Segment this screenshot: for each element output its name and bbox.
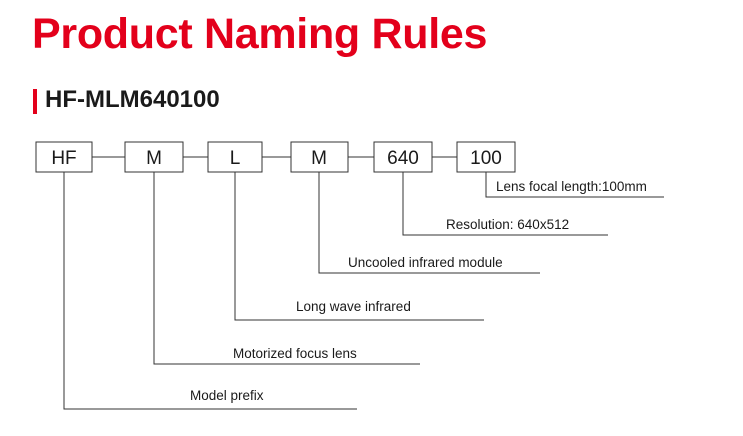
leader-line-focus (153, 172, 420, 365)
segment-meaning: Model prefix (190, 388, 264, 403)
leader-line-resolution (402, 172, 608, 236)
segment-meaning: Lens focal length:100mm (496, 179, 647, 194)
segment-meaning: Long wave infrared (296, 299, 411, 314)
page-title: Product Naming Rules (32, 10, 488, 58)
segment-box-resolution: 640 (373, 141, 433, 173)
leader-line-module (318, 172, 540, 274)
segment-code: 640 (387, 148, 419, 169)
subtitle-accent-bar (33, 89, 37, 114)
segment-code: HF (51, 148, 76, 169)
segment-meaning: Resolution: 640x512 (446, 217, 569, 232)
segment-meaning: Uncooled infrared module (348, 255, 503, 270)
segment-code: L (230, 148, 241, 169)
leader-line-waveband (234, 172, 484, 321)
segment-box-focus: M (124, 141, 184, 173)
model-code-heading: HF-MLM640100 (45, 86, 220, 113)
segment-box-focal-length: 100 (456, 141, 516, 173)
segment-meaning: Motorized focus lens (233, 346, 357, 361)
segment-code: M (146, 148, 162, 169)
leader-line-focal-length (485, 172, 664, 198)
segment-code: M (311, 148, 327, 169)
segment-box-prefix: HF (35, 141, 93, 173)
segment-code: 100 (470, 148, 502, 169)
leader-line-prefix (63, 172, 357, 410)
segment-box-waveband: L (207, 141, 263, 173)
segment-box-module: M (290, 141, 349, 173)
